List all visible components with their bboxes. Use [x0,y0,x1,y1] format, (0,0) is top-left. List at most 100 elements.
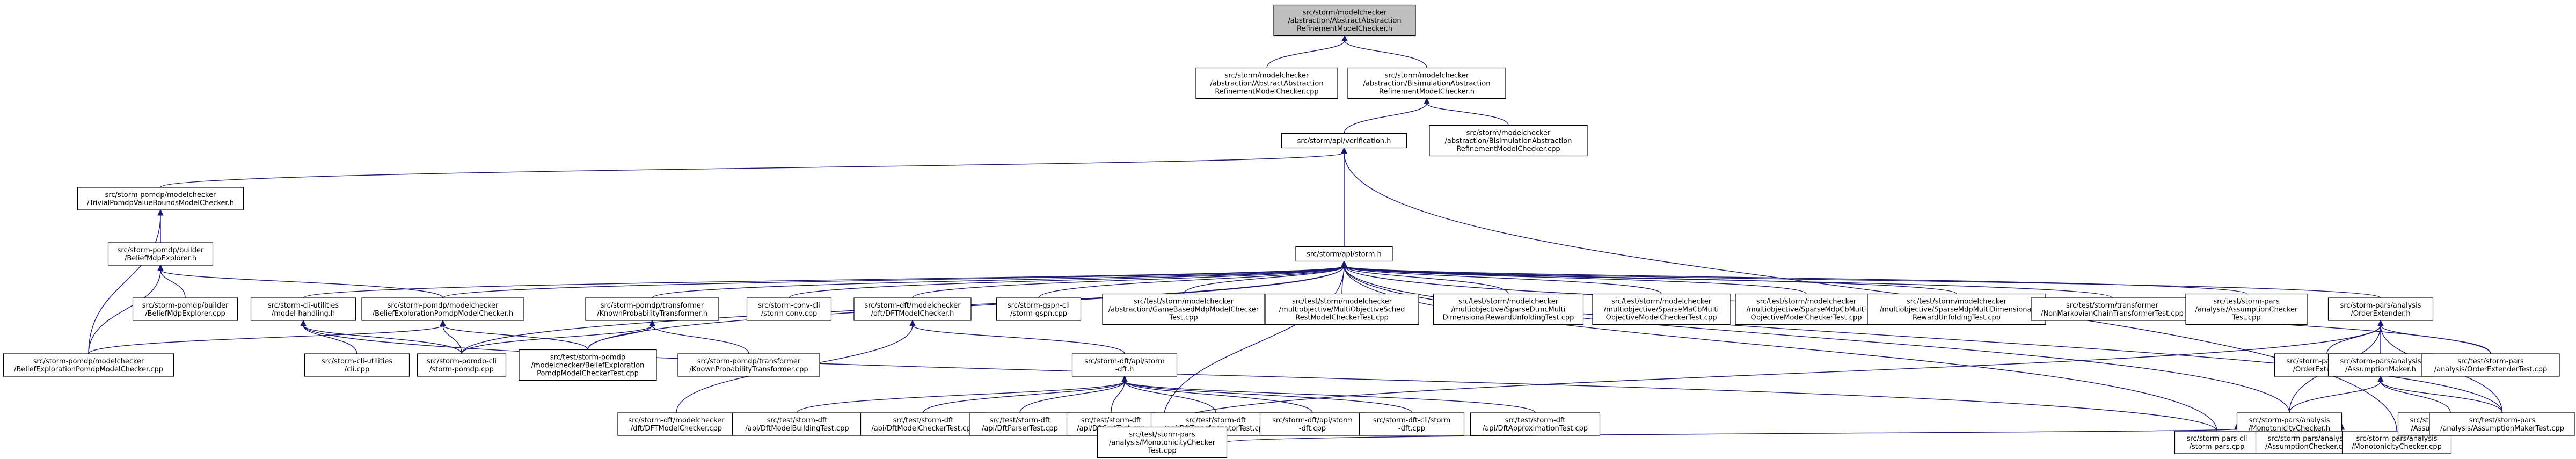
graph-node[interactable]: src/test/storm-pars/analysis/AssumptionC… [2185,293,2308,325]
node-label-line: /AssumptionChecker.cpp [2265,443,2351,451]
graph-node[interactable]: src/storm-pars/analysis/AssumptionMaker.… [2327,353,2434,377]
graph-node[interactable]: src/storm-pomdp/builder/BeliefMdpExplore… [132,297,238,321]
node-label-line: src/storm-dft-cli/storm [1373,417,1450,425]
node-label-line: src/test/storm-dft [1186,417,1246,425]
node-label-line: src/storm-pomdp/modelchecker [388,302,499,310]
graph-node[interactable]: src/test/storm/transformer/NonMarkovianC… [2031,297,2194,321]
node-label-line: /OrderExtender.h [2351,310,2410,318]
node-box [1347,67,1506,99]
graph-node[interactable]: src/storm-pomdp/transformer/KnownProbabi… [677,353,820,377]
graph-node[interactable]: src/storm-pars/analysis/OrderExtender.h [2327,297,2434,321]
graph-node[interactable]: src/storm/api/verification.h [1281,133,1407,149]
graph-node[interactable]: src/storm/modelchecker/abstraction/Abstr… [1195,67,1338,99]
graph-node[interactable]: src/test/storm-dft/api/DftModelBuildingT… [732,412,863,436]
graph-node[interactable]: src/storm-gspn-cli/storm-gspn.cpp [996,297,1082,321]
node-label-line: src/test/storm/transformer [2066,302,2158,310]
node-label-line: src/test/storm/modelchecker [1756,298,1857,306]
edge-arrowhead [909,319,916,326]
graph-node[interactable]: src/test/storm-dft/api/DftParserTest.cpp [969,412,1071,436]
dependency-edge [1344,152,2397,432]
graph-node[interactable]: src/storm/modelchecker/abstraction/Abstr… [1273,4,1416,37]
node-box [2327,353,2434,377]
graph-node[interactable]: src/storm-cli-utilities/model-handling.h [250,297,356,321]
node-label-line: src/test/storm-pars [1129,431,1195,439]
graph-node[interactable]: src/storm-pars-cli/storm-pars.cpp [2174,431,2260,454]
node-label-line: src/storm-dft/api/storm [1272,417,1353,425]
dependency-edge [1344,265,2381,298]
graph-node[interactable]: src/storm-dft/api/storm-dft.cpp [1259,412,1366,436]
graph-node[interactable]: src/storm-dft/modelchecker/dft/DFTModelC… [617,412,735,436]
graph-node[interactable]: src/storm-pomdp/modelchecker/TrivialPomd… [77,187,244,210]
graph-node[interactable]: src/test/storm/modelchecker/multiobjecti… [1433,293,1584,325]
dependency-edge [1124,381,1313,413]
graph-node[interactable]: src/test/storm-dft/api/DftModelCheckerTe… [860,412,987,436]
graph-node[interactable]: src/test/storm-pars/analysis/AssumptionM… [2429,412,2575,436]
graph-node[interactable]: src/storm-dft-cli/storm-dft.cpp [1359,412,1465,436]
node-label-line: /multiobjective/SparseDtmcMulti [1451,306,1566,314]
node-label-line: src/test/storm-dft [990,417,1050,425]
node-label-line: src/test/storm/modelchecker [1292,298,1392,306]
graph-node[interactable]: src/storm/api/storm.h [1295,246,1393,262]
graph-node[interactable]: src/storm-pomdp/modelchecker/BeliefExplo… [361,297,524,321]
node-label-line: /BeliefExplorationPomdpModelChecker.h [373,310,514,318]
graph-node[interactable]: src/storm-pomdp/transformer/KnownProbabi… [585,297,719,321]
graph-node[interactable]: src/storm/modelchecker/abstraction/Bisim… [1347,67,1506,99]
node-label-line: RefinementModelChecker.cpp [1456,145,1560,154]
graph-node[interactable]: src/test/storm/modelchecker/abstraction/… [1102,293,1265,325]
node-box [77,187,244,210]
dependency-edge [1344,265,1509,294]
node-label-line: src/storm-conv-cli [758,302,820,310]
graph-node[interactable]: src/storm-dft/api/storm-dft.h [1071,353,1178,377]
graph-node[interactable]: src/test/storm-pars/analysis/OrderExtend… [2421,353,2560,377]
node-box [996,297,1082,321]
graph-node[interactable]: src/test/storm-dft/api/DftApproximationT… [1470,412,1601,436]
graph-node[interactable]: src/storm/modelchecker/abstraction/Bisim… [1429,125,1588,157]
graph-node[interactable]: src/test/storm-pomdp/modelchecker/Belief… [519,349,657,381]
node-box [1071,353,1178,377]
node-label-line: src/test/storm/modelchecker [1907,298,2007,306]
graph-node[interactable]: src/test/storm/modelchecker/multiobjecti… [1867,293,2046,325]
node-box [1195,67,1338,99]
node-box [1592,293,1731,325]
graph-node[interactable]: src/storm-pomdp-cli/storm-pomdp.cpp [417,353,507,377]
node-label-line: /TrivialPomdpValueBoundsModelChecker.h [87,199,234,207]
node-label-line: src/storm/api/verification.h [1297,137,1391,145]
node-box [3,353,174,377]
dependency-edge [303,265,1345,298]
node-label-line: src/test/storm-dft [1081,417,1142,425]
graph-node[interactable]: src/storm-pomdp/builder/BeliefMdpExplore… [107,242,214,266]
graph-node[interactable]: src/test/storm-pars/analysis/Monotonicit… [1097,426,1228,458]
node-label-line: /BeliefExplorationPomdpModelChecker.cpp [14,366,163,374]
graph-node[interactable]: src/test/storm/modelchecker/multiobjecti… [1735,293,1878,325]
graph-node[interactable]: src/storm-pars/analysis/MonotonicityChec… [2341,431,2452,454]
node-label-line: /multiobjective/SparseMaCbMulti [1604,306,1719,314]
node-label-line: src/storm/modelchecker [1385,72,1469,80]
graph-node[interactable]: src/storm-dft/modelchecker/dft/DFTModelC… [853,297,972,321]
graph-node[interactable]: src/storm-pomdp/modelchecker/BeliefExplo… [3,353,174,377]
edge-arrowhead [157,264,164,271]
node-box [1470,412,1601,436]
node-box [617,412,735,436]
node-label-line: /storm-pars.cpp [2190,443,2245,451]
node-label-line: /KnownProbabilityTransformer.cpp [689,366,808,374]
dependency-edge [160,152,1345,188]
dependency-edge [1124,381,1412,413]
node-label-line: ObjectiveModelCheckerTest.cpp [1606,314,1717,322]
node-box [2421,353,2560,377]
dependency-edge [912,265,1345,298]
edge-arrowhead [649,319,655,326]
graph-node[interactable]: src/test/storm/modelchecker/multiobjecti… [1592,293,1731,325]
graph-node[interactable]: src/storm-conv-cli/storm-conv.cpp [746,297,832,321]
graph-node[interactable]: src/storm-cli-utilities/cli.cpp [304,353,410,377]
dependency-edge [652,325,749,354]
dependency-edge [160,269,443,298]
dependency-edge [2380,325,2491,354]
graph-node[interactable]: src/test/storm/modelchecker/multiobjecti… [1265,293,1419,325]
node-label-line: src/storm-pars/analysis [2267,435,2348,443]
node-box [132,297,238,321]
node-label-line: /abstraction/AbstractAbstraction [1210,80,1323,88]
dependency-edge [1344,103,1427,134]
dependency-edge [461,325,653,354]
node-box [1097,426,1228,458]
dependency-edge [442,325,462,354]
